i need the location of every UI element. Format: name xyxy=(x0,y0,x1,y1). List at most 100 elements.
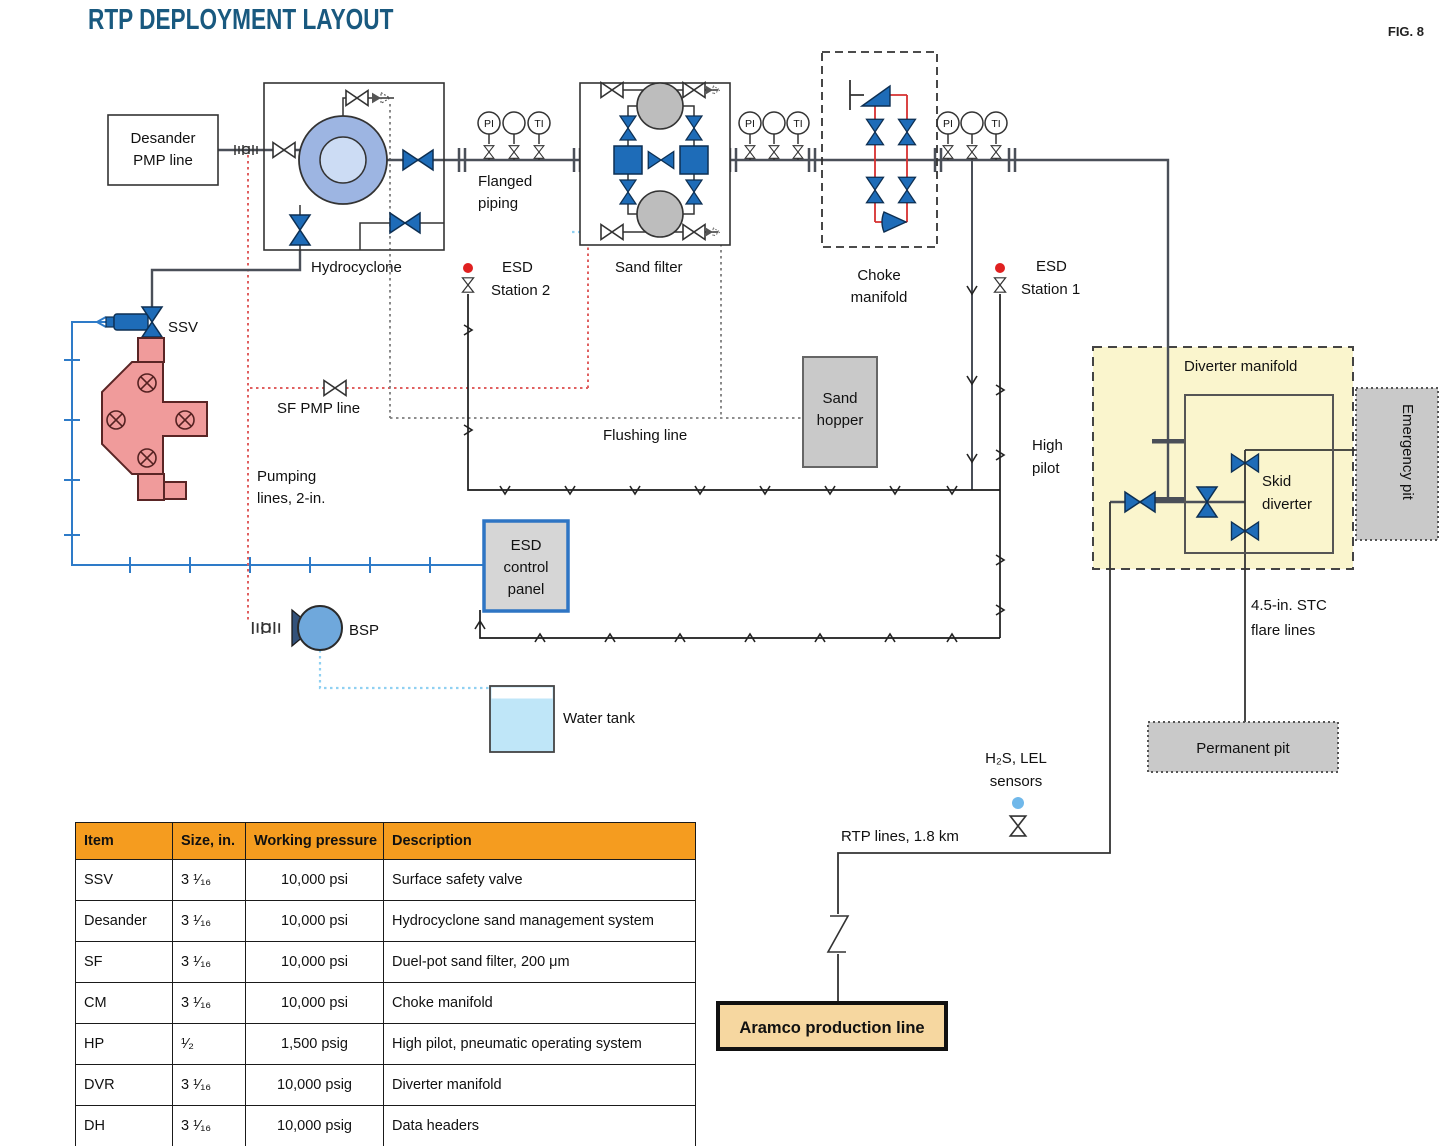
emergency-pit: Emergency pit xyxy=(1355,387,1439,541)
table-header-row: Item Size, in. Working pressure Descript… xyxy=(75,822,696,860)
svg-text:Station 2: Station 2 xyxy=(491,282,550,299)
ssv-label: SSV xyxy=(168,319,198,336)
svg-text:hopper: hopper xyxy=(817,412,864,429)
desander-label: Desander xyxy=(130,130,195,147)
pneumatic-blue-line xyxy=(64,316,484,573)
svg-text:ESD: ESD xyxy=(511,537,542,554)
pressure-indicator-label: PI xyxy=(943,118,953,130)
vent-valve-icon xyxy=(345,89,369,107)
svg-text:Sand: Sand xyxy=(822,390,857,407)
col-header-pressure: Working pressure xyxy=(245,822,384,860)
svg-text:H₂S, LEL: H₂S, LEL xyxy=(985,750,1047,767)
esd-station-1: ESD Station 1 xyxy=(993,258,1080,298)
pressure-indicator-label: PI xyxy=(745,118,755,130)
sand-filter-label: Sand filter xyxy=(615,259,683,276)
sensor-valve-icon xyxy=(1009,815,1027,837)
svg-text:Aramco production line: Aramco production line xyxy=(739,1019,924,1037)
flushing-dotted-line xyxy=(389,104,805,419)
outlet-valve-icon xyxy=(402,149,434,171)
drain-valve-icon xyxy=(389,212,421,234)
flare-lines-label: 4.5-in. STC xyxy=(1251,597,1327,614)
pumping-lines-label: Pumping xyxy=(257,468,316,485)
hydrocyclone-unit: Hydrocyclone xyxy=(263,82,445,276)
choke-manifold-label: manifold xyxy=(851,289,908,306)
diverter-manifold-area xyxy=(1092,346,1354,570)
pumping-lines-label: lines, 2-in. xyxy=(257,490,325,507)
h2s-lel-sensors: H₂S, LEL sensors xyxy=(985,750,1047,837)
bsp-pump: BSP xyxy=(251,605,379,651)
svg-text:control: control xyxy=(503,559,548,576)
filter-pot-icon xyxy=(636,190,684,238)
svg-text:Emergency pit: Emergency pit xyxy=(1399,404,1416,501)
sand-hopper: Sand hopper xyxy=(802,356,878,468)
bsp-label: BSP xyxy=(349,622,379,639)
figure-label: FIG. 8 xyxy=(1387,24,1424,39)
water-tank: Water tank xyxy=(489,685,635,753)
bottom-valve-icon xyxy=(289,214,311,246)
sand-filter-unit: Sand filter xyxy=(579,81,731,276)
svg-text:Skid: Skid xyxy=(1262,473,1291,490)
svg-text:Flanged: Flanged xyxy=(478,173,532,190)
desander-label: PMP line xyxy=(133,152,193,169)
pump-icon xyxy=(297,605,343,651)
sensor-dot-icon xyxy=(1012,797,1024,809)
diverter-manifold-label: Diverter manifold xyxy=(1184,358,1297,375)
hydrocyclone-label: Hydrocyclone xyxy=(311,259,402,276)
blind-flange-icon xyxy=(1152,497,1184,502)
water-tank-label: Water tank xyxy=(563,710,635,727)
filter-block-icon xyxy=(613,145,643,175)
col-header-description: Description xyxy=(383,822,696,860)
high-pilot-label: pilot xyxy=(1032,460,1060,477)
flanged-piping-label: Flanged piping xyxy=(478,173,532,212)
svg-text:ESD: ESD xyxy=(1036,258,1067,275)
esd-loop-lines xyxy=(467,294,1001,639)
wellhead xyxy=(101,337,208,501)
esd-button-icon xyxy=(995,263,1005,273)
svg-text:sensors: sensors xyxy=(990,773,1043,790)
permanent-pit: Permanent pit xyxy=(1147,721,1339,773)
svg-text:ESD: ESD xyxy=(502,259,533,276)
high-pilot-label: High xyxy=(1032,437,1063,454)
choke-icon xyxy=(859,84,891,107)
svg-text:Station 1: Station 1 xyxy=(1021,281,1080,298)
skid-diverter: Skid diverter xyxy=(1184,394,1334,554)
temperature-indicator-label: TI xyxy=(991,118,1000,130)
filter-block-icon xyxy=(679,145,709,175)
sf-pmp-valve-icon xyxy=(323,379,347,397)
gauge-set-3: PI TI xyxy=(937,112,1007,160)
blind-flange-icon xyxy=(1152,439,1184,444)
sf-pmp-line-label: SF PMP line xyxy=(277,400,360,417)
col-header-item: Item xyxy=(75,822,173,860)
filter-pot-icon xyxy=(636,82,684,130)
water-dotted-line xyxy=(318,230,603,690)
choke-manifold-label: Choke xyxy=(857,267,900,284)
gauge-set-1: PI TI xyxy=(478,112,550,160)
ssv-valve: SSV xyxy=(105,306,198,338)
choke-icon xyxy=(881,211,908,233)
esd-control-panel: ESD control panel xyxy=(482,519,570,613)
temperature-indicator-label: TI xyxy=(793,118,802,130)
choke-manifold-unit: Choke manifold xyxy=(821,51,938,306)
page-title: RTP DEPLOYMENT LAYOUT xyxy=(88,4,394,36)
equipment-spec-table: Item Size, in. Working pressure Descript… xyxy=(75,822,696,1146)
flare-lines-label: flare lines xyxy=(1251,622,1315,639)
pressure-indicator-label: PI xyxy=(484,118,494,130)
svg-text:diverter: diverter xyxy=(1262,496,1312,513)
temperature-indicator-label: TI xyxy=(534,118,543,130)
aramco-production-line-box: Aramco production line xyxy=(716,1001,948,1051)
gauge-set-2: PI TI xyxy=(739,112,809,160)
desander-pmp-line-box: Desander PMP line xyxy=(107,114,219,186)
svg-text:panel: panel xyxy=(508,581,545,598)
svg-text:piping: piping xyxy=(478,195,518,212)
flushing-line-label: Flushing line xyxy=(603,427,687,444)
valve-icon xyxy=(272,141,296,159)
